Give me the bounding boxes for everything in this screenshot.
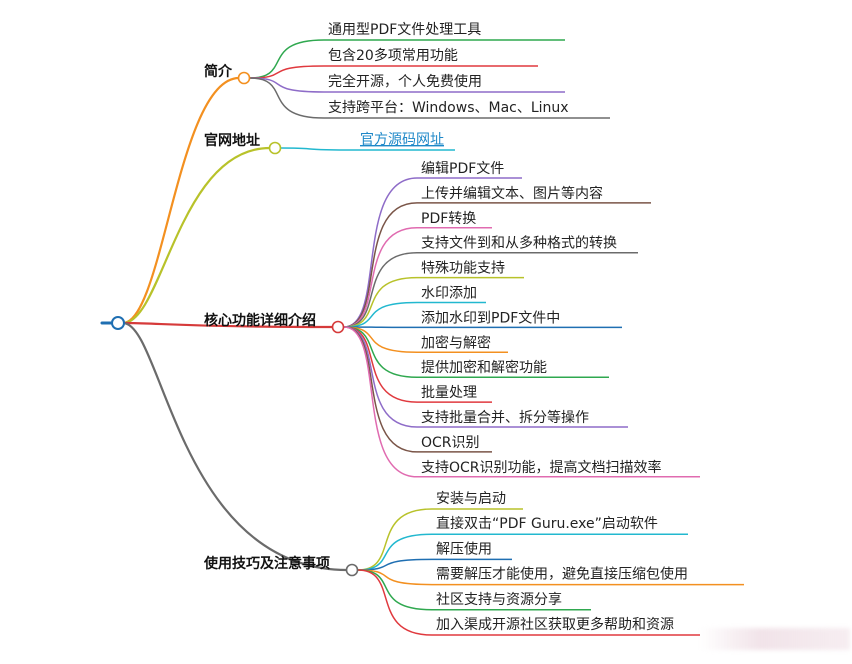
leaf-label: 水印添加 xyxy=(421,286,477,302)
leaf-connector xyxy=(280,147,455,151)
leaf-label: 添加水印到PDF文件中 xyxy=(421,310,560,326)
leaf-label: 加入渠成开源社区获取更多帮助和资源 xyxy=(436,616,674,633)
branch-node[interactable] xyxy=(345,563,359,577)
leaf-connector xyxy=(357,533,688,571)
leaf-connector xyxy=(343,251,638,328)
leaf-label: 加密与解密 xyxy=(421,334,491,351)
leaf-label: 完全开源，个人免费使用 xyxy=(328,73,482,90)
branch-node[interactable] xyxy=(268,141,282,155)
leaf-label: 包含20多项常用功能 xyxy=(328,47,458,64)
watermark-blur xyxy=(700,628,850,650)
branch-label: 使用技巧及注意事项 xyxy=(203,555,330,572)
leaf-label: 上传并编辑文本、图片等内容 xyxy=(421,185,603,202)
branch-node[interactable] xyxy=(331,320,345,334)
leaf-label: 安装与启动 xyxy=(436,491,506,507)
branch-connector xyxy=(121,76,241,325)
leaf-connector xyxy=(357,508,523,571)
branch-label: 简介 xyxy=(204,63,233,80)
leaf-label: 特殊功能支持 xyxy=(421,261,505,277)
leaf-connector xyxy=(343,326,508,354)
leaf-connector xyxy=(343,301,486,328)
leaf-label: 需要解压才能使用，避免直接压缩包使用 xyxy=(436,566,688,583)
leaf-label: 编辑PDF文件 xyxy=(421,161,504,177)
leaf-connector xyxy=(343,202,651,328)
source-link[interactable]: 官方源码网址 xyxy=(360,132,444,148)
branch-label: 核心功能详细介绍 xyxy=(204,312,316,329)
leaf-label: 支持OCR识别功能，提高文档扫描效率 xyxy=(421,459,662,476)
leaf-label: 批量处理 xyxy=(421,385,477,401)
leaf-connector xyxy=(249,77,610,119)
leaf-label: PDF转换 xyxy=(421,210,476,227)
leaf-connector xyxy=(357,569,591,611)
leaf-label: 社区支持与资源分享 xyxy=(436,591,562,608)
leaf-label: 支持文件到和从多种格式的转换 xyxy=(421,235,617,252)
leaf-connector xyxy=(249,39,565,79)
branch-connector xyxy=(121,146,272,325)
leaf-connector xyxy=(357,569,744,586)
leaf-connector xyxy=(249,65,538,79)
branch-node[interactable] xyxy=(237,71,251,85)
leaf-connector xyxy=(343,326,609,378)
leaf-label: OCR识别 xyxy=(421,435,480,451)
leaf-label: 支持批量合并、拆分等操作 xyxy=(421,409,589,426)
leaf-connector xyxy=(343,326,628,428)
leaf-connector xyxy=(343,227,492,328)
branch-connector xyxy=(121,321,349,572)
leaf-connector xyxy=(343,276,524,328)
leaf-label: 通用型PDF文件处理工具 xyxy=(328,22,481,38)
leaf-connector xyxy=(249,77,565,93)
leaf-connector xyxy=(357,569,700,636)
leaf-connector xyxy=(343,326,700,478)
leaf-connector xyxy=(357,558,512,571)
root-node[interactable] xyxy=(111,316,125,330)
branch-label: 官网地址 xyxy=(204,132,260,149)
branch-connector xyxy=(121,321,335,329)
leaf-label: 解压使用 xyxy=(436,540,492,557)
leaf-label: 支持跨平台：Windows、Mac、Linux xyxy=(328,100,569,116)
leaf-connector xyxy=(343,177,522,328)
leaf-label: 直接双击“PDF Guru.exe”启动软件 xyxy=(436,515,658,532)
leaf-label: 提供加密和解密功能 xyxy=(421,359,547,376)
leaf-connector xyxy=(343,326,492,403)
